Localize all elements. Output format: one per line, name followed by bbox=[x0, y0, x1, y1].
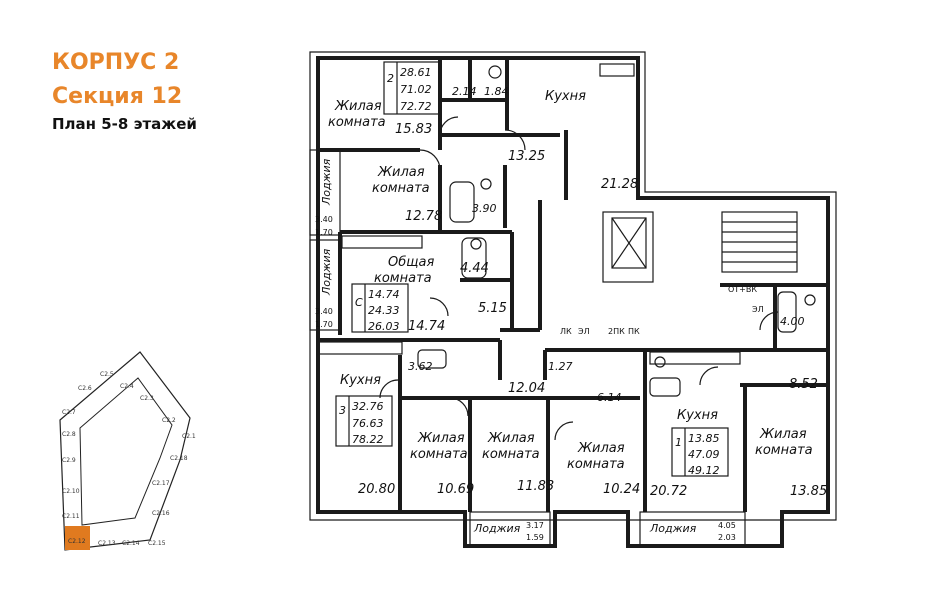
room-living-4b: комната bbox=[755, 443, 813, 458]
key-c2-2: C2.2 bbox=[162, 417, 176, 424]
area-12-04: 12.04 bbox=[508, 381, 545, 396]
area-13-25: 13.25 bbox=[508, 149, 545, 164]
key-c2-16: C2.16 bbox=[152, 510, 170, 517]
key-c2-11: C2.11 bbox=[62, 513, 80, 520]
aptC-rooms: С bbox=[355, 296, 363, 309]
loggia-4-width: 2.03 bbox=[718, 533, 736, 542]
loggia-2-length: 3.40 bbox=[315, 307, 333, 316]
label-el-1: ЭЛ bbox=[752, 305, 764, 314]
aptC-area-full: 26.03 bbox=[368, 320, 400, 333]
building-key-map: C2.5 C2.6 C2.4 C2.3 C2.7 C2.2 C2.8 C2.1 … bbox=[59, 351, 196, 551]
aptC-area-living: 14.74 bbox=[368, 288, 400, 301]
aptC-area-total: 24.33 bbox=[368, 304, 400, 317]
apt2-area-total: 71.02 bbox=[400, 83, 432, 96]
area-14-74: 14.74 bbox=[408, 319, 445, 334]
apt3-rooms: 3 bbox=[339, 404, 346, 417]
floor-plan-title: План 5-8 этажей bbox=[52, 115, 197, 133]
loggia-1-width: 1.70 bbox=[315, 228, 333, 237]
key-c2-1: C2.1 bbox=[182, 433, 196, 440]
label-el-2: ЭЛ bbox=[578, 327, 590, 336]
label-pk: ПК bbox=[628, 327, 640, 336]
key-c2-17: C2.17 bbox=[152, 480, 170, 487]
area-21-28: 21.28 bbox=[601, 177, 638, 192]
area-20-72: 20.72 bbox=[650, 484, 687, 499]
room-living-3a: Жилая bbox=[417, 431, 465, 446]
room-living-3c-b: комната bbox=[567, 457, 625, 472]
key-c2-9: C2.9 bbox=[62, 457, 76, 464]
building-title: КОРПУС 2 bbox=[52, 50, 180, 75]
area-13-85: 13.85 bbox=[790, 484, 827, 499]
area-3-90: 3.90 bbox=[472, 202, 497, 215]
room-kitchen-4: Кухня bbox=[677, 408, 718, 423]
key-c2-18: C2.18 bbox=[170, 455, 188, 462]
loggia-2: Лоджия bbox=[320, 248, 333, 296]
area-2-14: 2.14 bbox=[452, 85, 477, 98]
room-living-4: Жилая bbox=[759, 427, 807, 442]
room-kitchen-3: Кухня bbox=[340, 373, 381, 388]
area-1-27: 1.27 bbox=[548, 360, 573, 373]
area-1-84: 1.84 bbox=[484, 85, 509, 98]
key-c2-3: C2.3 bbox=[140, 395, 154, 402]
area-10-24: 10.24 bbox=[603, 482, 640, 497]
room-living-3b-b: комната bbox=[482, 447, 540, 462]
room-kitchen-1: Кухня bbox=[545, 89, 586, 104]
area-20-80: 20.80 bbox=[358, 482, 395, 497]
loggia-1: Лоджия bbox=[320, 158, 333, 206]
key-current-section bbox=[65, 526, 90, 550]
loggia-3-width: 1.59 bbox=[526, 533, 544, 542]
loggia-1-length: 3.40 bbox=[315, 215, 333, 224]
loggia-3: Лоджия bbox=[473, 522, 521, 535]
key-c2-13: C2.13 bbox=[98, 540, 116, 547]
apt2-area-full: 72.72 bbox=[400, 100, 432, 113]
apt3-area-living: 32.76 bbox=[352, 400, 384, 413]
area-5-15: 5.15 bbox=[478, 301, 507, 316]
room-living-1: Жилая bbox=[334, 99, 382, 114]
section-title: Секция 12 bbox=[52, 84, 183, 109]
area-8-52: 8.52 bbox=[789, 377, 818, 392]
area-4-44: 4.44 bbox=[460, 261, 489, 276]
apt1-rooms: 1 bbox=[675, 436, 682, 449]
loggia-2-width: 1.70 bbox=[315, 320, 333, 329]
area-6-14: 6.14 bbox=[597, 391, 622, 404]
area-4-00: 4.00 bbox=[780, 315, 805, 328]
label-lk: ЛК bbox=[560, 327, 572, 336]
apt1-area-full: 49.12 bbox=[688, 464, 720, 477]
area-10-69: 10.69 bbox=[437, 482, 474, 497]
key-c2-10: C2.10 bbox=[62, 488, 80, 495]
apt1-area-living: 13.85 bbox=[688, 432, 720, 445]
room-living-3a-b: комната bbox=[410, 447, 468, 462]
apt2-rooms: 2 bbox=[387, 72, 394, 85]
label-ot-vk: ОТ+ВК bbox=[728, 285, 757, 294]
key-c2-5: C2.5 bbox=[100, 371, 114, 378]
loggia-4: Лоджия bbox=[649, 522, 697, 535]
loggia-4-length: 4.05 bbox=[718, 521, 736, 530]
key-c2-7: C2.7 bbox=[62, 409, 76, 416]
room-living-3b: Жилая bbox=[487, 431, 535, 446]
area-15-83: 15.83 bbox=[395, 122, 432, 137]
label-2pk: 2ПК bbox=[608, 327, 625, 336]
apt3-area-full: 78.22 bbox=[352, 433, 384, 446]
loggia-3-length: 3.17 bbox=[526, 521, 544, 530]
key-c2-12: C2.12 bbox=[68, 538, 86, 545]
key-c2-8: C2.8 bbox=[62, 431, 76, 438]
key-c2-4: C2.4 bbox=[120, 383, 134, 390]
room-common: Общая bbox=[388, 255, 434, 270]
apt1-area-total: 47.09 bbox=[688, 448, 720, 461]
apt3-area-total: 76.63 bbox=[352, 417, 384, 430]
room-living-3c: Жилая bbox=[577, 441, 625, 456]
area-3-62: 3.62 bbox=[408, 360, 433, 373]
room-living-2b: комната bbox=[372, 181, 430, 196]
key-c2-15: C2.15 bbox=[148, 540, 166, 547]
room-living-1b: комната bbox=[328, 115, 386, 130]
room-common-b: комната bbox=[374, 271, 432, 286]
key-c2-6: C2.6 bbox=[78, 385, 92, 392]
apt2-area-living: 28.61 bbox=[400, 66, 432, 79]
area-11-83: 11.83 bbox=[517, 479, 554, 494]
room-living-2: Жилая bbox=[377, 165, 425, 180]
key-c2-14: C2.14 bbox=[122, 540, 140, 547]
area-12-78: 12.78 bbox=[405, 209, 442, 224]
